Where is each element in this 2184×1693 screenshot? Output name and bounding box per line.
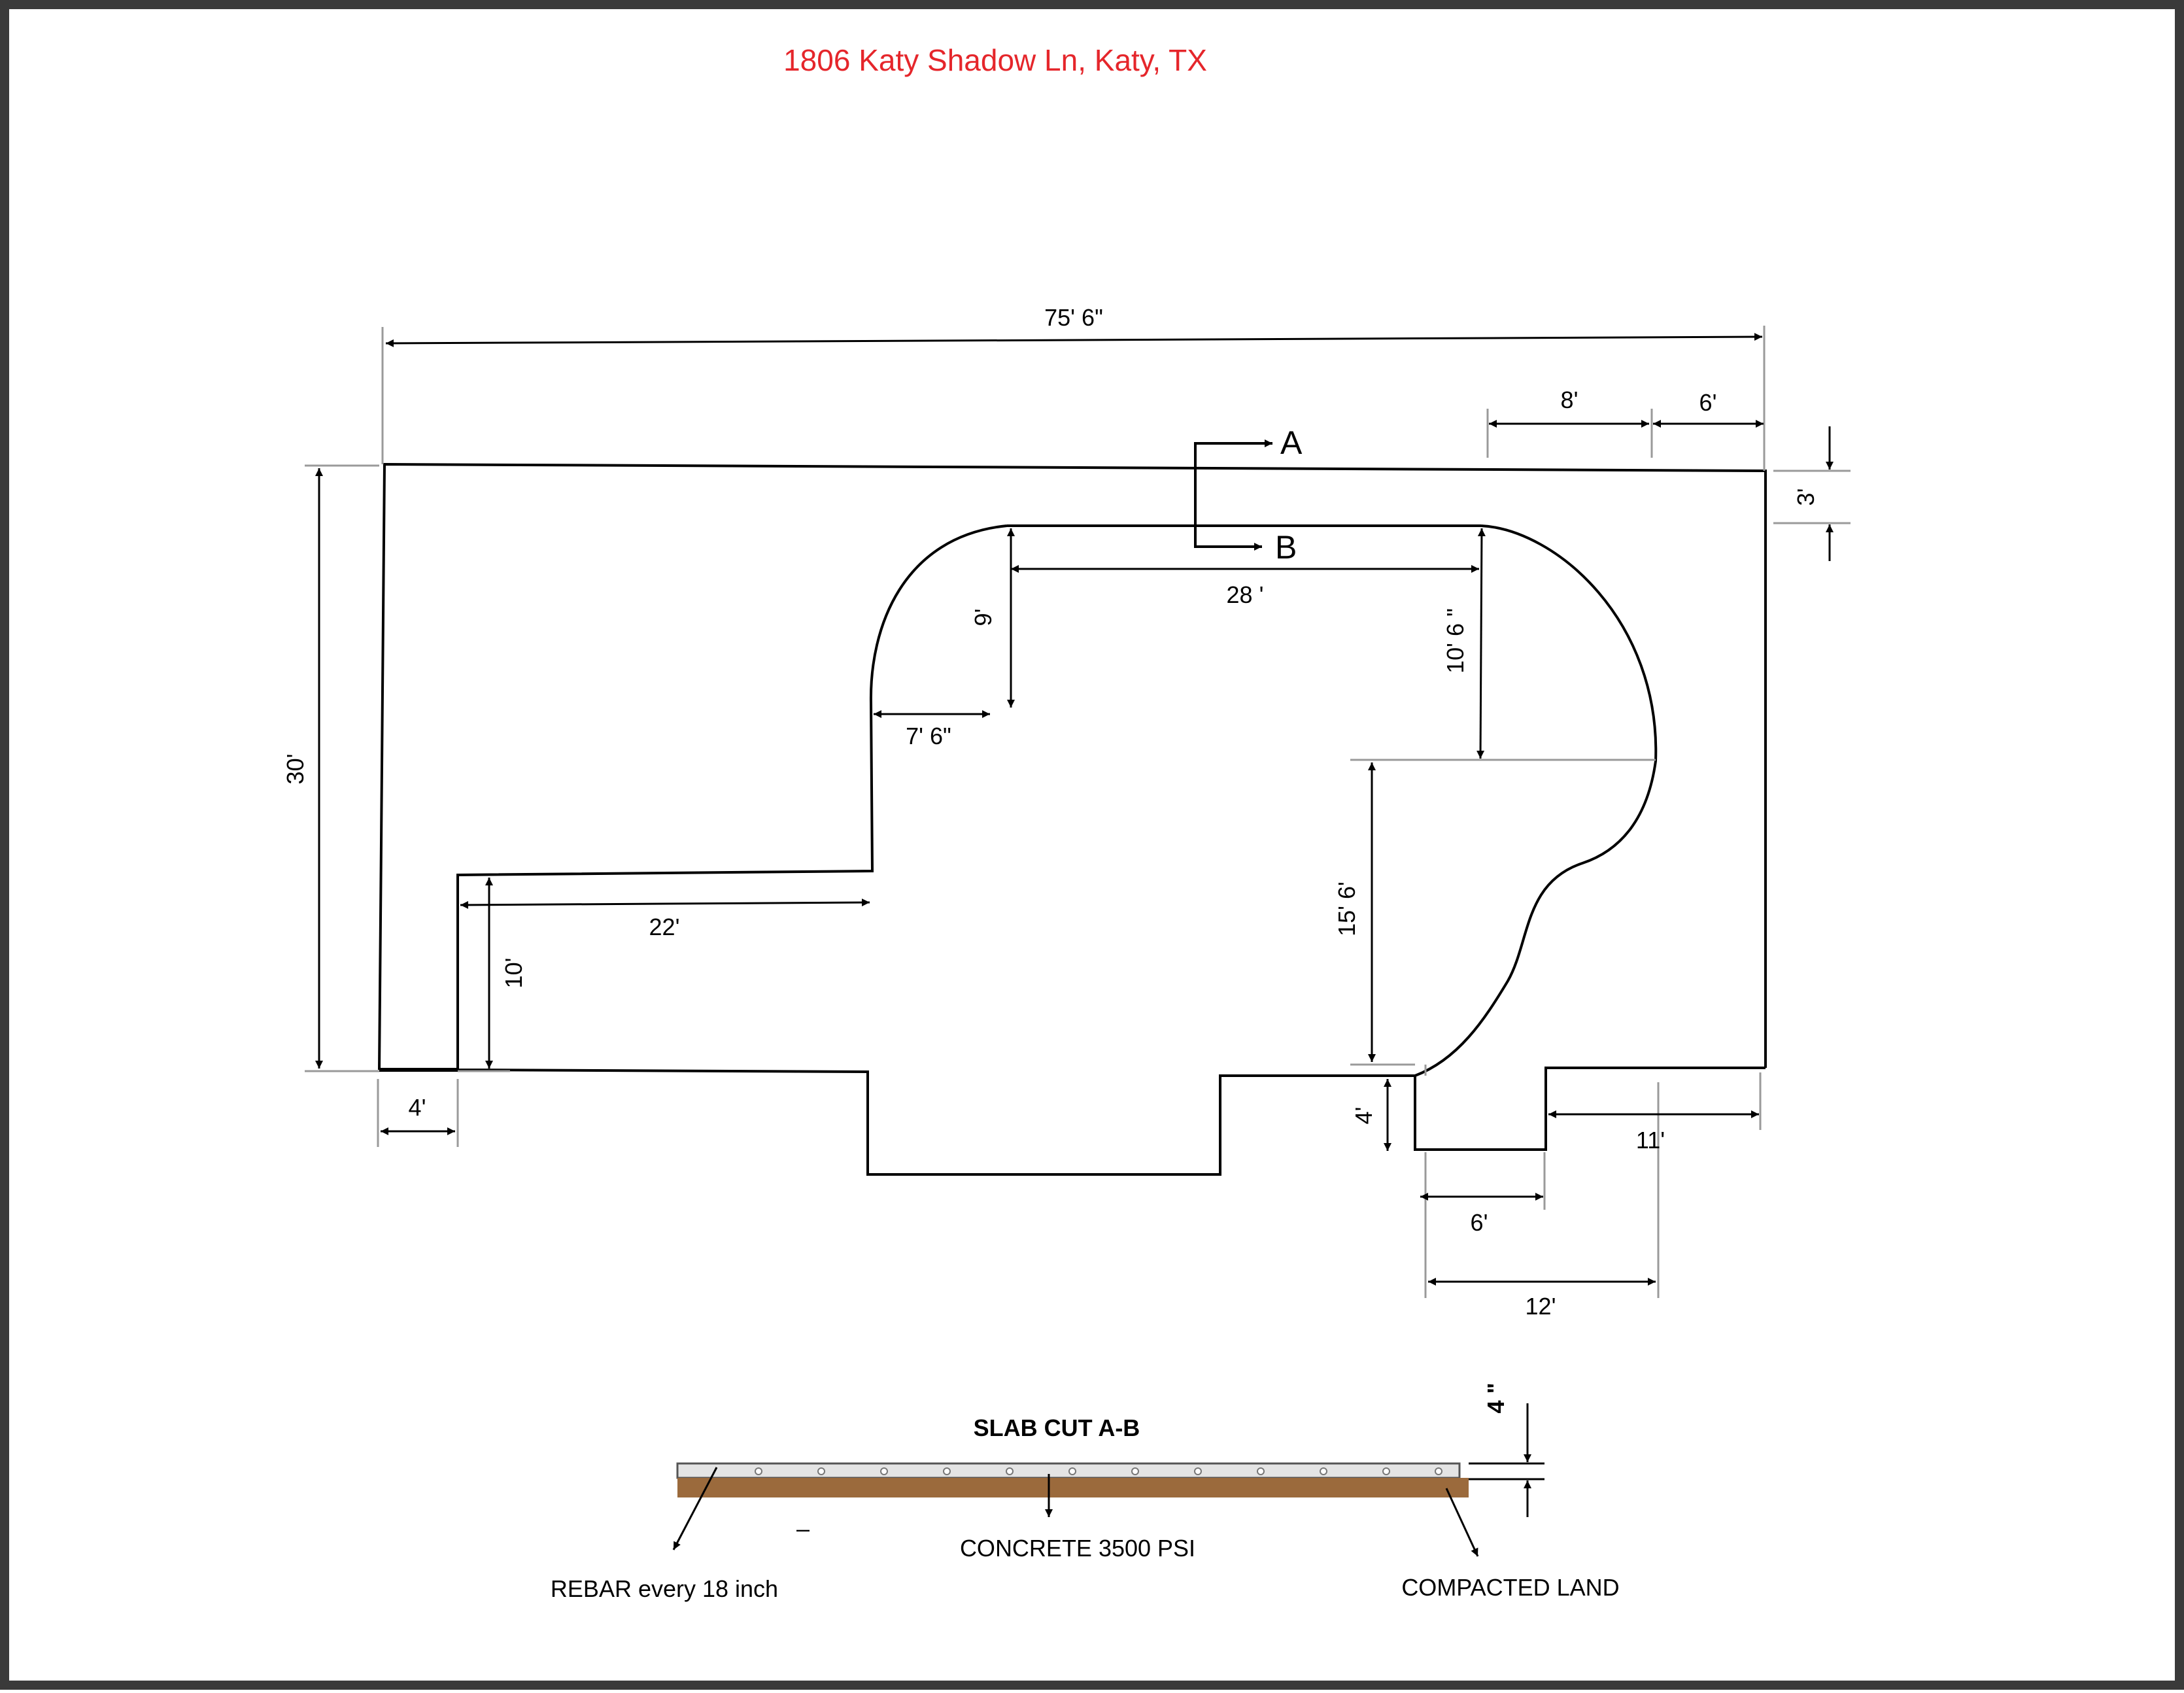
label-top-8: 8' bbox=[1561, 386, 1578, 413]
dim-inner-10-6 bbox=[1476, 528, 1486, 759]
section-marker-a: A bbox=[1280, 424, 1303, 461]
label-inner-9: 9' bbox=[970, 609, 997, 626]
bottom-right-edge bbox=[1414, 1067, 1766, 1151]
section-marker-b: B bbox=[1275, 529, 1297, 566]
label-inner-10-6: 10' 6 " bbox=[1442, 608, 1469, 674]
label-inner-15-6: 15' 6' bbox=[1333, 881, 1360, 936]
label-thickness: 4 " bbox=[1482, 1382, 1509, 1413]
label-bottom-11: 11' bbox=[1636, 1127, 1665, 1154]
label-top-6: 6' bbox=[1699, 389, 1717, 416]
slab-outline bbox=[378, 462, 1767, 1176]
leader-land bbox=[1445, 1488, 1479, 1557]
label-inner-10: 10' bbox=[500, 958, 527, 989]
label-bottom-4: 4' bbox=[409, 1094, 426, 1121]
rebar-marks bbox=[755, 1467, 1442, 1475]
label-right-3: 3' bbox=[1792, 488, 1819, 506]
outer-left-top-right-edge bbox=[378, 462, 1767, 1070]
minus-mark: – bbox=[796, 1515, 810, 1542]
compacted-land-layer bbox=[677, 1478, 1469, 1497]
inner-right-curve bbox=[1414, 524, 1658, 1077]
dim-inner-22 bbox=[460, 898, 870, 909]
label-rebar: REBAR every 18 inch bbox=[551, 1575, 778, 1602]
drawing-title: 1806 Katy Shadow Ln, Katy, TX bbox=[783, 43, 1207, 77]
label-compacted-land: COMPACTED LAND bbox=[1401, 1574, 1619, 1601]
dimension-lines bbox=[315, 333, 1834, 1286]
section-cut-marker bbox=[1194, 439, 1272, 551]
label-left-30: 30' bbox=[282, 754, 309, 785]
label-inner-28: 28 ' bbox=[1227, 581, 1264, 608]
inner-left-arc bbox=[869, 524, 1008, 703]
extension-lines bbox=[305, 326, 1851, 1298]
concrete-slab bbox=[676, 1462, 1461, 1479]
dim-overall-width bbox=[385, 333, 1763, 347]
dimension-labels: 75' 6" 8' 6' 3' 30' 28 ' 9' 7' 6" 10' 6 … bbox=[282, 304, 1819, 1320]
label-bottom-12: 12' bbox=[1526, 1293, 1556, 1320]
label-inner-7-6: 7' 6" bbox=[906, 723, 951, 749]
label-step-6: 6' bbox=[1471, 1209, 1488, 1236]
inner-notch-edge bbox=[456, 702, 1415, 1176]
section-title: SLAB CUT A-B bbox=[974, 1414, 1140, 1441]
label-step-4: 4' bbox=[1350, 1107, 1377, 1125]
leader-rebar bbox=[672, 1467, 718, 1550]
label-inner-22: 22' bbox=[649, 914, 680, 940]
slab-cut-section: SLAB CUT A-B 4 " – REBAR every 18 inch bbox=[551, 1382, 1620, 1602]
label-overall-width: 75' 6" bbox=[1044, 304, 1103, 331]
label-concrete: CONCRETE 3500 PSI bbox=[960, 1535, 1195, 1562]
